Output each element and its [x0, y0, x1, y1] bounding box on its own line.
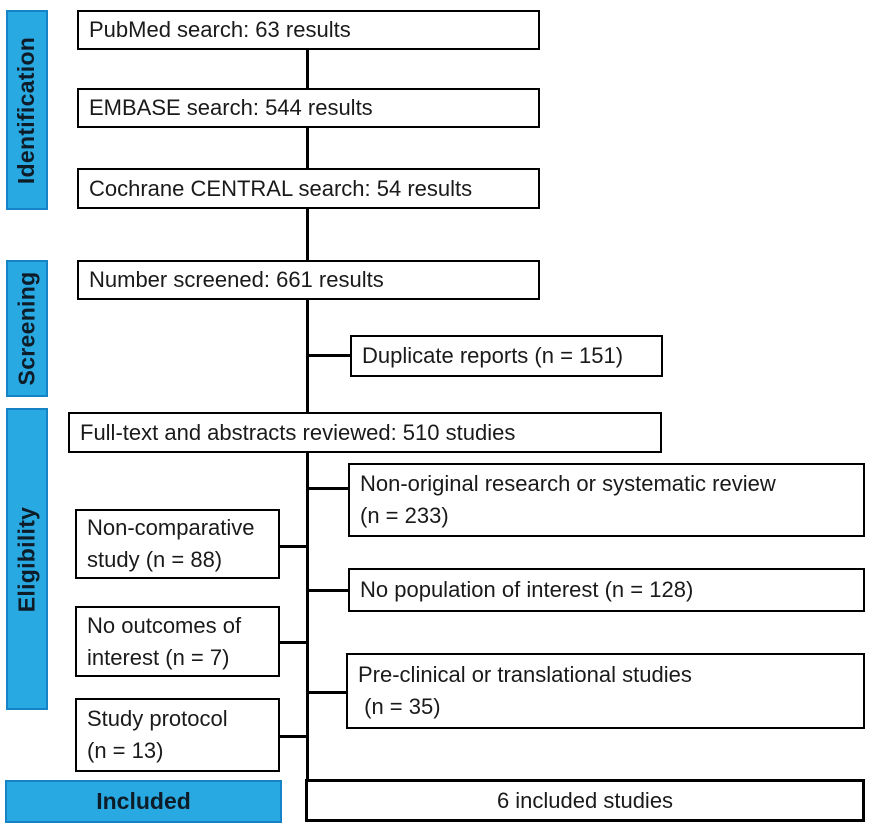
- box-embase-search-label: EMBASE search: 544 results: [89, 95, 373, 121]
- box-included-studies-label: 6 included studies: [496, 787, 674, 813]
- connector-preclinical: [306, 691, 347, 694]
- box-study-protocol-line1: Study protocol: [87, 706, 228, 732]
- box-preclinical-line1: Pre-clinical or translational studies: [358, 662, 692, 688]
- box-cochrane-search-label: Cochrane CENTRAL search: 54 results: [89, 175, 473, 201]
- box-non-comparative-line2: study (n = 88): [87, 547, 223, 572]
- connector-non-comparative: [280, 545, 307, 548]
- stage-identification: Identification: [6, 10, 48, 210]
- connector-non-original: [306, 487, 349, 490]
- box-non-original: Non-original research or systematic revi…: [348, 463, 865, 537]
- box-included-studies: 6 included studies: [305, 779, 865, 822]
- box-non-comparative: Non-comparative study (n = 88): [75, 509, 280, 579]
- box-pubmed-search: PubMed search: 63 results: [77, 10, 540, 50]
- connector-cochrane-screened: [306, 208, 309, 260]
- box-duplicate-reports-label: Duplicate reports (n = 151): [362, 343, 624, 369]
- box-no-outcomes: No outcomes of interest (n = 7): [75, 606, 280, 677]
- stage-identification-label: Identification: [13, 36, 40, 184]
- box-number-screened-label: Number screened: 661 results: [89, 267, 384, 293]
- box-study-protocol-line2: (n = 13): [87, 738, 164, 763]
- connector-no-outcomes: [280, 641, 307, 644]
- box-pubmed-search-label: PubMed search: 63 results: [89, 17, 351, 43]
- box-fulltext-reviewed-label: Full-text and abstracts reviewed: 510 st…: [80, 419, 516, 445]
- box-number-screened: Number screened: 661 results: [77, 260, 540, 300]
- stage-eligibility-label: Eligibility: [13, 506, 40, 612]
- connector-duplicates: [306, 354, 351, 357]
- stage-eligibility: Eligibility: [6, 408, 48, 710]
- stage-included-label: Included: [96, 788, 191, 814]
- box-preclinical-line2: (n = 35): [358, 694, 441, 719]
- box-no-outcomes-line1: No outcomes of: [87, 612, 242, 638]
- connector-pubmed-embase: [306, 50, 309, 88]
- connector-no-population: [306, 589, 349, 592]
- box-fulltext-reviewed: Full-text and abstracts reviewed: 510 st…: [68, 412, 662, 453]
- box-no-population: No population of interest (n = 128): [348, 568, 865, 612]
- stage-screening-label: Screening: [13, 271, 40, 386]
- connector-fulltext-included: [306, 453, 309, 781]
- box-non-original-line1: Non-original research or systematic revi…: [360, 471, 776, 497]
- box-non-original-line2: (n = 233): [360, 503, 449, 528]
- box-no-outcomes-line2: interest (n = 7): [87, 644, 230, 670]
- box-duplicate-reports: Duplicate reports (n = 151): [350, 335, 663, 377]
- box-preclinical: Pre-clinical or translational studies (n…: [346, 653, 865, 729]
- connector-protocol: [280, 735, 307, 738]
- box-non-comparative-line1: Non-comparative: [87, 515, 255, 541]
- box-no-population-label: No population of interest (n = 128): [360, 577, 694, 603]
- connector-embase-cochrane: [306, 128, 309, 168]
- box-cochrane-search: Cochrane CENTRAL search: 54 results: [77, 168, 540, 209]
- box-study-protocol: Study protocol (n = 13): [75, 698, 280, 772]
- box-embase-search: EMBASE search: 544 results: [77, 88, 540, 128]
- stage-included: Included: [5, 780, 282, 823]
- stage-screening: Screening: [6, 260, 48, 397]
